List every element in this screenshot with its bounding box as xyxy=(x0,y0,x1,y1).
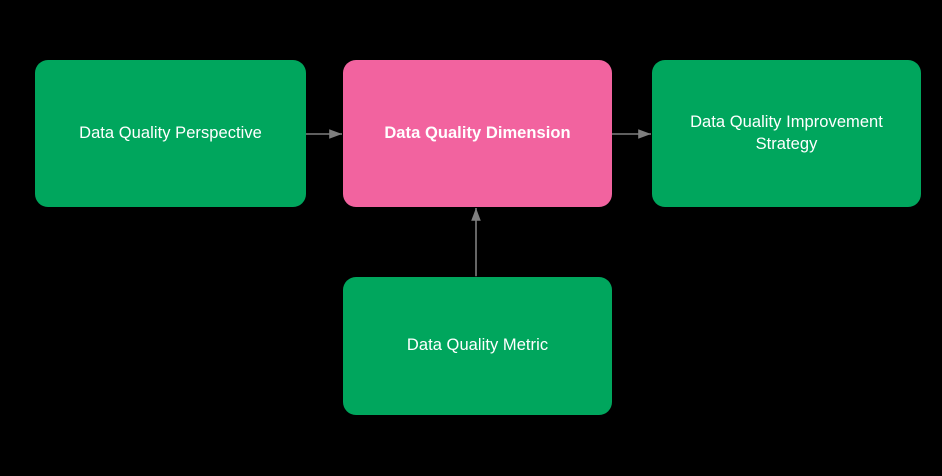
node-data-quality-improvement-strategy[interactable]: Data Quality Improvement Strategy xyxy=(652,60,921,207)
node-label: Data Quality Metric xyxy=(406,336,549,355)
node-data-quality-dimension[interactable]: Data Quality Dimension xyxy=(343,60,612,207)
node-data-quality-perspective[interactable]: Data Quality Perspective xyxy=(35,60,306,207)
node-label: Data Quality Dimension xyxy=(384,123,571,142)
node-label: Data Quality Improvement Strategy xyxy=(690,112,883,153)
node-data-quality-metric[interactable]: Data Quality Metric xyxy=(343,277,612,415)
node-label: Data Quality Perspective xyxy=(79,123,262,142)
